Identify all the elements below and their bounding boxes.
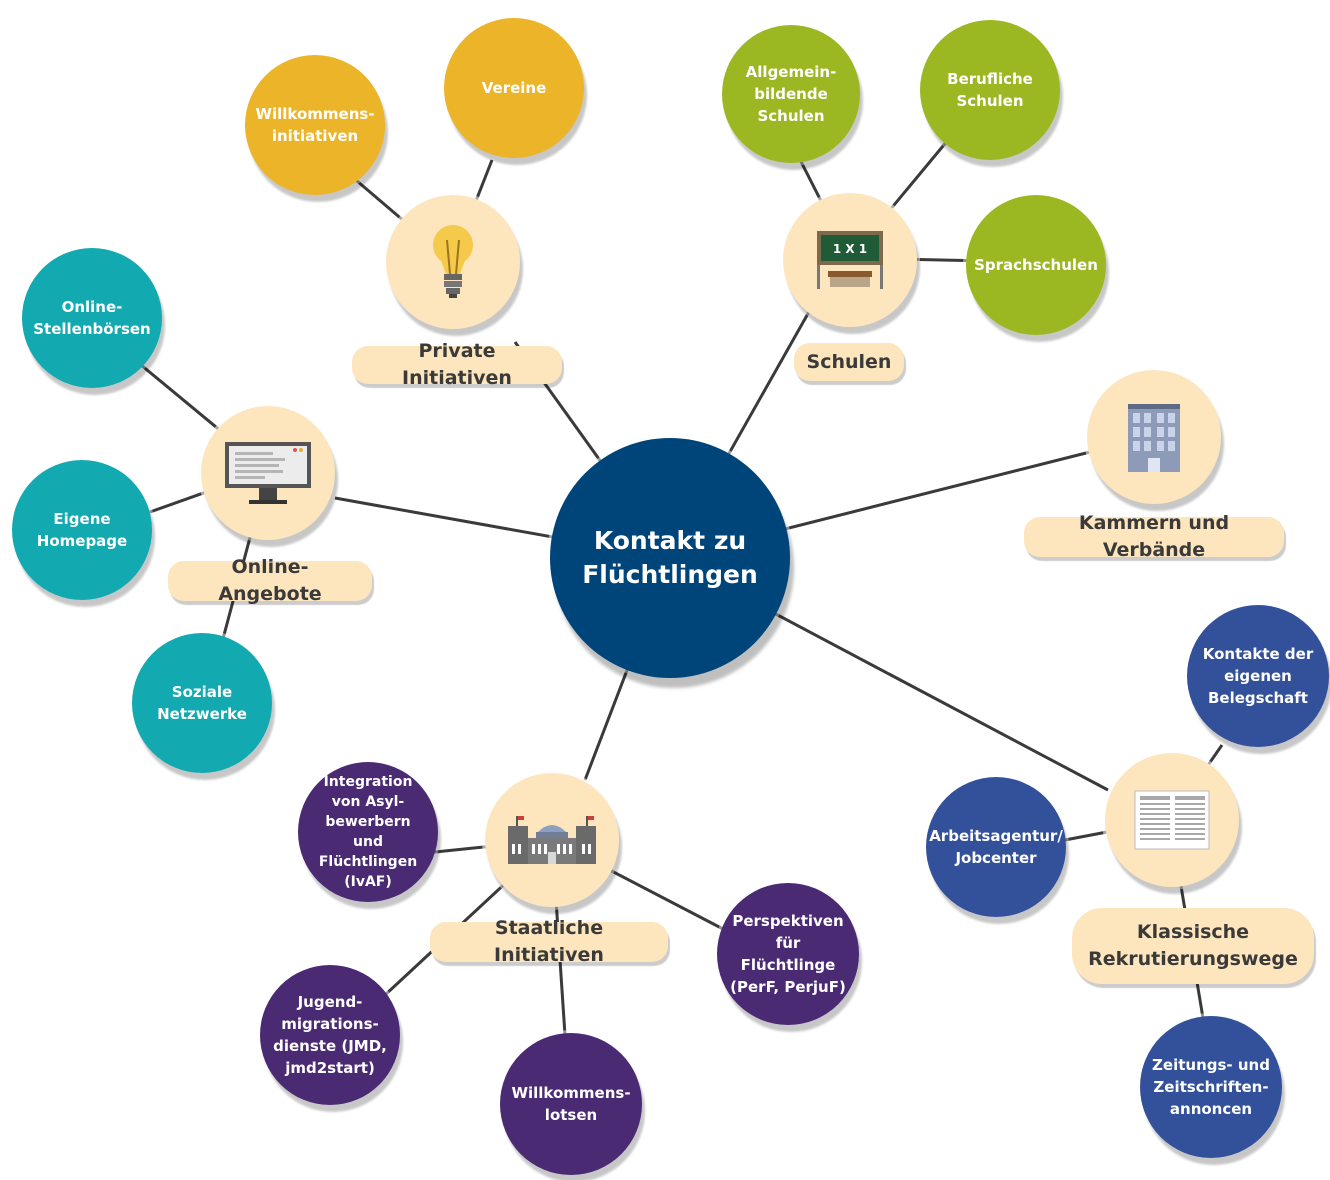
node-ivaf: Integration von Asyl- bewerbern und Flüc… — [298, 762, 438, 902]
hub-private-initiativen — [386, 195, 520, 329]
node-label: Sprachschulen — [974, 256, 1098, 274]
node-eigene-homepage: Eigene Homepage — [12, 460, 152, 600]
computer-monitor-icon — [225, 442, 311, 504]
node-label: Jugend- migrations- dienste (JMD, jmd2st… — [273, 993, 387, 1077]
label-schulen: Schulen — [794, 343, 904, 381]
node-willkommensinitiativen: Willkommens- initiativen — [245, 55, 385, 195]
node-sprachschulen: Sprachschulen — [966, 195, 1106, 335]
light-bulb-icon — [433, 225, 473, 298]
hub-schulen: 1 X 1 — [783, 193, 917, 327]
node-jugendmigrationsdienste: Jugend- migrations- dienste (JMD, jmd2st… — [260, 965, 400, 1105]
hub-klassische-rekrutierungswege — [1105, 753, 1239, 887]
central-topic: Kontakt zu Flüchtlingen — [550, 438, 790, 678]
label-klassische-rekrutierungswege: Klassische Rekrutierungswege — [1072, 908, 1314, 984]
node-label: Allgemein- bildende Schulen — [745, 63, 837, 125]
node-label: Arbeitsagentur/ Jobcenter — [929, 827, 1063, 867]
hub-kammern-und-verbaende — [1087, 370, 1221, 504]
central-topic-label: Kontakt zu Flüchtlingen — [582, 526, 758, 589]
node-soziale-netzwerke: Soziale Netzwerke — [132, 633, 272, 773]
node-label: Berufliche Schulen — [947, 70, 1033, 110]
node-label: Eigene Homepage — [36, 510, 128, 550]
blackboard-icon: 1 X 1 — [817, 231, 883, 289]
node-vereine: Vereine — [444, 18, 584, 158]
label-private-initiativen: Private Initiativen — [352, 340, 562, 389]
label-kammern-und-verbaende: Kammern und Verbände — [1024, 512, 1284, 561]
government-building-icon — [508, 816, 596, 864]
node-berufliche-schulen: Berufliche Schulen — [920, 20, 1060, 160]
node-perf-perjuf: Perspektiven für Flüchtlinge (PerF, Perj… — [717, 883, 859, 1025]
label-text: Kammern und Verbände — [1078, 512, 1230, 561]
node-arbeitsagentur-jobcenter: Arbeitsagentur/ Jobcenter — [926, 777, 1066, 917]
node-label: Kontakte der eigenen Belegschaft — [1202, 645, 1314, 707]
node-label: Willkommens- initiativen — [255, 105, 375, 145]
label-online-angebote: Online-Angebote — [168, 556, 372, 605]
label-text: Private Initiativen — [402, 340, 512, 389]
board-text: 1 X 1 — [833, 242, 867, 256]
node-label: Soziale Netzwerke — [157, 683, 247, 723]
label-text: Schulen — [806, 350, 892, 373]
label-staatliche-initiativen: Staatliche Initiativen — [430, 917, 668, 966]
hub-staatliche-initiativen — [485, 773, 619, 907]
node-label: Integration von Asyl- bewerbern und Flüc… — [318, 774, 418, 890]
node-zeitungs-zeitschriftenannoncen: Zeitungs- und Zeitschriften- annoncen — [1140, 1016, 1282, 1158]
node-willkommenslotsen: Willkommens- lotsen — [500, 1033, 642, 1175]
node-label: Willkommens- lotsen — [511, 1084, 631, 1124]
node-label: Online- Stellenbörsen — [33, 298, 151, 338]
newspaper-icon — [1134, 790, 1210, 850]
label-text: Klassische Rekrutierungswege — [1088, 921, 1298, 970]
node-kontakte-eigene-belegschaft: Kontakte der eigenen Belegschaft — [1187, 605, 1329, 747]
label-text: Staatliche Initiativen — [494, 917, 604, 966]
node-label: Perspektiven für Flüchtlinge (PerF, Perj… — [730, 912, 846, 996]
label-text: Online-Angebote — [218, 556, 322, 605]
node-online-stellenboersen: Online- Stellenbörsen — [22, 248, 162, 388]
node-label: Zeitungs- und Zeitschriften- annoncen — [1152, 1056, 1270, 1118]
node-label: Vereine — [481, 79, 547, 97]
node-allgemeinbildende-schulen: Allgemein- bildende Schulen — [722, 25, 860, 163]
hub-online-angebote — [201, 406, 335, 540]
office-building-icon — [1128, 404, 1180, 472]
